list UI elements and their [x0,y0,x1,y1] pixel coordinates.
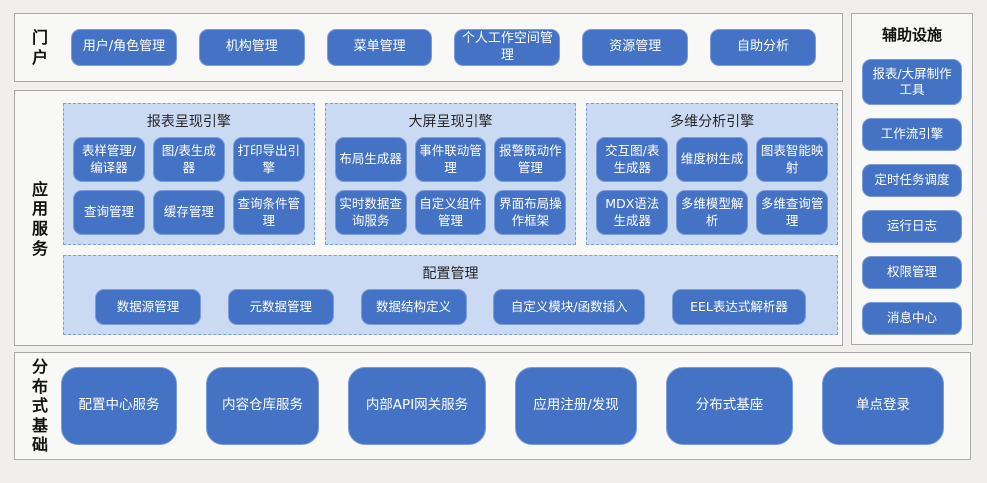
aux-button-permission[interactable]: 权限管理 [862,256,962,289]
report-engine-item[interactable]: 打印导出引擎 [232,137,305,182]
olap-engine-grid: 交互图/表生成器 维度树生成 图表智能映射 MDX语法生成器 多维模型解析 多维… [596,137,829,235]
bigscreen-engine-item[interactable]: 界面布局操作框架 [494,190,567,235]
report-engine-title: 报表呈现引擎 [146,114,231,130]
config-item-metadata[interactable]: 元数据管理 [227,289,334,325]
config-button-row: 数据源管理 元数据管理 数据结构定义 自定义模块/函数插入 EEL表达式解析器 [73,289,828,325]
portal-section: 门户 用户/角色管理 机构管理 菜单管理 个人工作空间管理 资源管理 自助分析 [14,13,843,82]
config-item-eel-parser[interactable]: EEL表达式解析器 [672,289,806,325]
engine-row: 报表呈现引擎 表样管理/编译器 图/表生成器 打印导出引擎 查询管理 缓存管理 … [63,103,839,245]
distributed-infra-section: 分布式基础 配置中心服务 内容仓库服务 内部API网关服务 应用注册/发现 分布… [14,352,971,460]
infra-button-app-registry[interactable]: 应用注册/发现 [515,367,637,445]
olap-engine-item[interactable]: 交互图/表生成器 [596,137,669,182]
bigscreen-engine-item[interactable]: 布局生成器 [334,137,407,182]
bigscreen-engine-item[interactable]: 自定义组件管理 [414,190,487,235]
infra-button-row: 配置中心服务 内容仓库服务 内部API网关服务 应用注册/发现 分布式基座 单点… [61,367,944,445]
auxiliary-facilities-title: 辅助设施 [881,26,942,44]
config-management-panel: 配置管理 数据源管理 元数据管理 数据结构定义 自定义模块/函数插入 EEL表达… [63,255,838,335]
report-engine-item[interactable]: 查询条件管理 [232,190,305,235]
bigscreen-engine-title: 大屏呈现引擎 [408,114,493,130]
olap-engine-title: 多维分析引擎 [670,114,755,130]
distributed-infra-label: 分布式基础 [31,357,48,455]
config-item-custom-module[interactable]: 自定义模块/函数插入 [493,289,646,325]
report-engine-item[interactable]: 查询管理 [73,190,145,235]
bigscreen-engine-panel: 大屏呈现引擎 布局生成器 事件联动管理 报警既动作管理 实时数据查询服务 自定义… [324,103,577,245]
olap-engine-item[interactable]: 维度树生成 [676,137,749,182]
portal-button-workspace[interactable]: 个人工作空间管理 [454,29,561,66]
report-engine-item[interactable]: 表样管理/编译器 [73,137,145,182]
config-management-title: 配置管理 [422,266,479,282]
aux-button-report-tool[interactable]: 报表/大屏制作工具 [862,59,962,105]
bigscreen-engine-item[interactable]: 报警既动作管理 [494,137,567,182]
portal-section-label: 门户 [31,27,48,67]
infra-button-distributed-base[interactable]: 分布式基座 [666,367,793,445]
bigscreen-engine-item[interactable]: 实时数据查询服务 [334,190,407,235]
infra-button-api-gateway[interactable]: 内部API网关服务 [348,367,486,445]
portal-button-row: 用户/角色管理 机构管理 菜单管理 个人工作空间管理 资源管理 自助分析 [71,29,816,66]
infra-button-sso[interactable]: 单点登录 [822,367,944,445]
app-services-section: 应用服务 报表呈现引擎 表样管理/编译器 图/表生成器 打印导出引擎 查询管理 … [14,90,843,346]
portal-button-org[interactable]: 机构管理 [198,29,305,66]
report-engine-item[interactable]: 图/表生成器 [152,137,225,182]
auxiliary-facilities-section: 辅助设施 报表/大屏制作工具 工作流引擎 定时任务调度 运行日志 权限管理 消息… [851,13,973,345]
infra-button-config-center[interactable]: 配置中心服务 [61,367,177,445]
portal-button-menu[interactable]: 菜单管理 [326,29,433,66]
app-services-section-label: 应用服务 [31,179,48,258]
report-engine-grid: 表样管理/编译器 图/表生成器 打印导出引擎 查询管理 缓存管理 查询条件管理 [73,137,305,235]
olap-engine-item[interactable]: 多维查询管理 [756,190,829,235]
aux-button-workflow[interactable]: 工作流引擎 [862,118,962,151]
infra-button-content-repo[interactable]: 内容仓库服务 [206,367,319,445]
aux-button-message-center[interactable]: 消息中心 [862,302,962,335]
report-engine-panel: 报表呈现引擎 表样管理/编译器 图/表生成器 打印导出引擎 查询管理 缓存管理 … [63,103,315,245]
auxiliary-button-column: 报表/大屏制作工具 工作流引擎 定时任务调度 运行日志 权限管理 消息中心 [862,59,962,335]
bigscreen-engine-item[interactable]: 事件联动管理 [414,137,487,182]
config-item-datasource[interactable]: 数据源管理 [95,289,201,325]
app-services-content: 报表呈现引擎 表样管理/编译器 图/表生成器 打印导出引擎 查询管理 缓存管理 … [63,103,839,335]
aux-button-scheduler[interactable]: 定时任务调度 [862,164,962,197]
aux-button-runlog[interactable]: 运行日志 [862,210,962,243]
config-item-datastructure[interactable]: 数据结构定义 [360,289,467,325]
report-engine-item[interactable]: 缓存管理 [152,190,225,235]
olap-engine-item[interactable]: 多维模型解析 [676,190,749,235]
portal-button-selfservice[interactable]: 自助分析 [710,29,816,66]
olap-engine-panel: 多维分析引擎 交互图/表生成器 维度树生成 图表智能映射 MDX语法生成器 多维… [586,103,839,245]
olap-engine-item[interactable]: 图表智能映射 [756,137,829,182]
olap-engine-item[interactable]: MDX语法生成器 [596,190,669,235]
bigscreen-engine-grid: 布局生成器 事件联动管理 报警既动作管理 实时数据查询服务 自定义组件管理 界面… [334,137,567,235]
portal-button-user-role[interactable]: 用户/角色管理 [71,29,177,66]
portal-button-resource[interactable]: 资源管理 [582,29,689,66]
